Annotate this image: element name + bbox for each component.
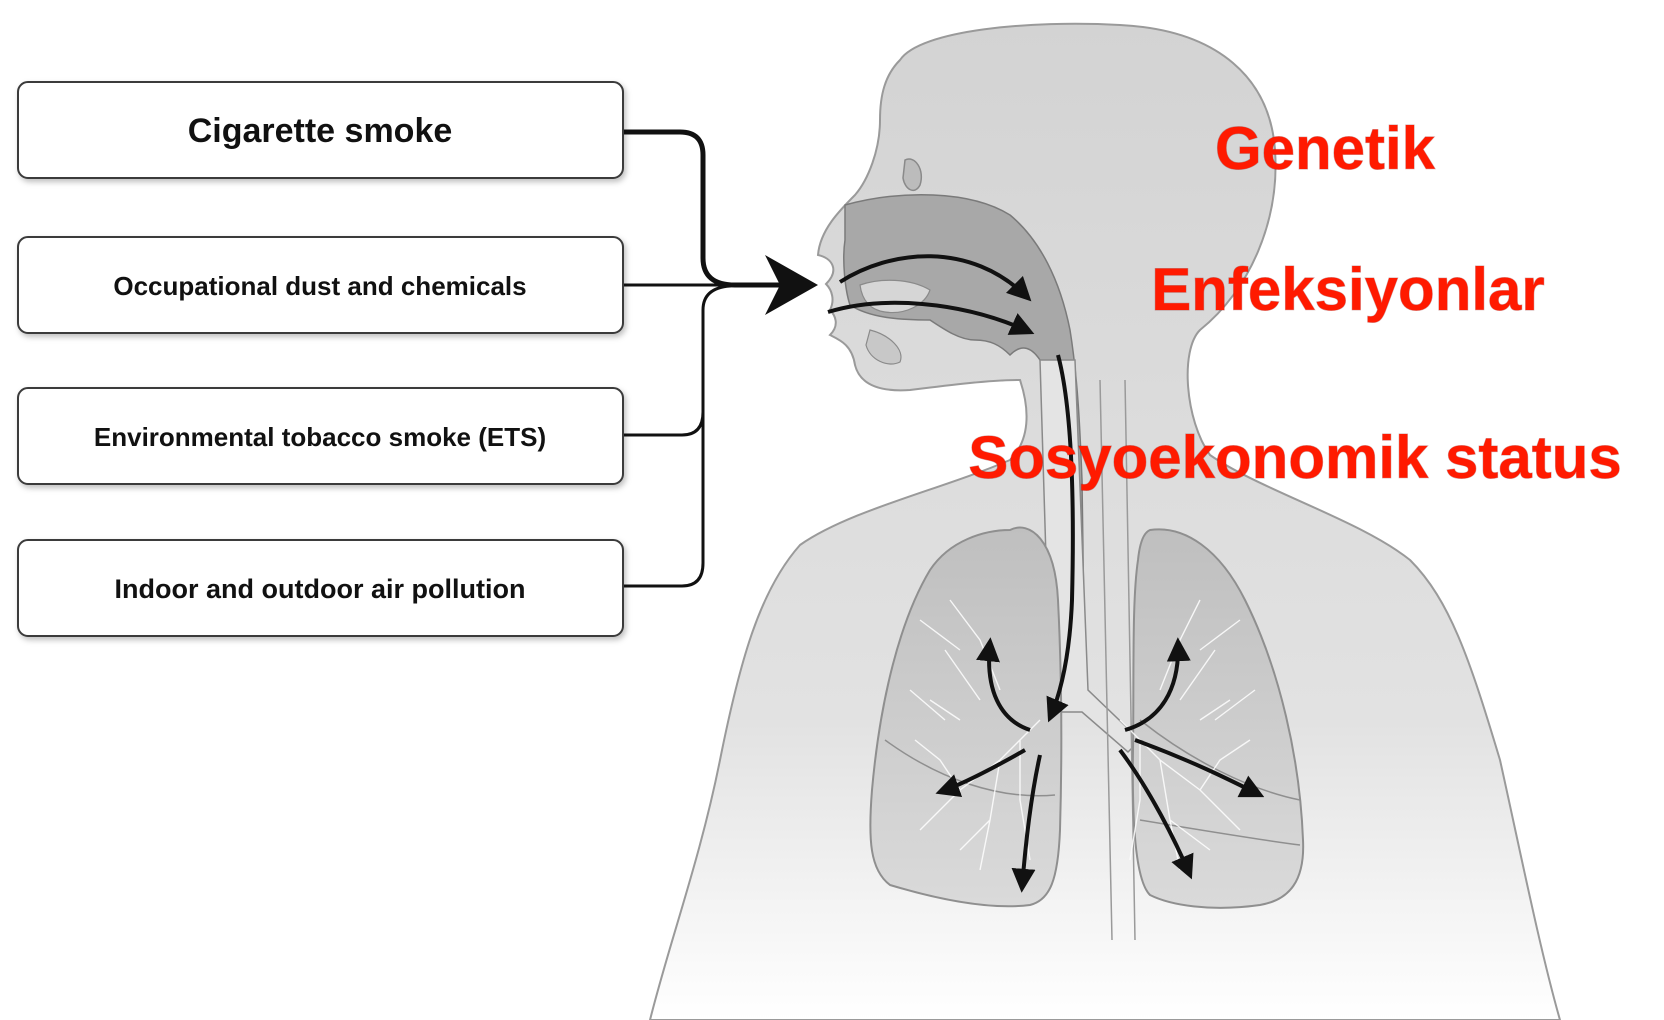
risk-factor-genetik: Genetik (1215, 115, 1436, 182)
exposure-box-pollution: Indoor and outdoor air pollution (18, 540, 623, 636)
connectors (624, 132, 790, 586)
risk-factor-enfeksiyonlar: Enfeksiyonlar (1151, 256, 1545, 323)
connector-cigarette (624, 132, 790, 285)
exposure-box-cigarette: Cigarette smoke (18, 82, 623, 178)
exposure-boxes: Cigarette smoke Occupational dust and ch… (18, 82, 623, 636)
exposure-box-occupational: Occupational dust and chemicals (18, 237, 623, 333)
exposure-label: Environmental tobacco smoke (ETS) (94, 422, 546, 452)
connector-pollution (624, 412, 703, 586)
connector-ets (624, 286, 730, 435)
exposure-label: Indoor and outdoor air pollution (115, 574, 526, 604)
exposure-label: Occupational dust and chemicals (113, 271, 526, 301)
risk-factor-sosyoekonomik: Sosyoekonomik status (968, 424, 1622, 491)
exposure-box-ets: Environmental tobacco smoke (ETS) (18, 388, 623, 484)
exposure-label: Cigarette smoke (188, 112, 453, 150)
